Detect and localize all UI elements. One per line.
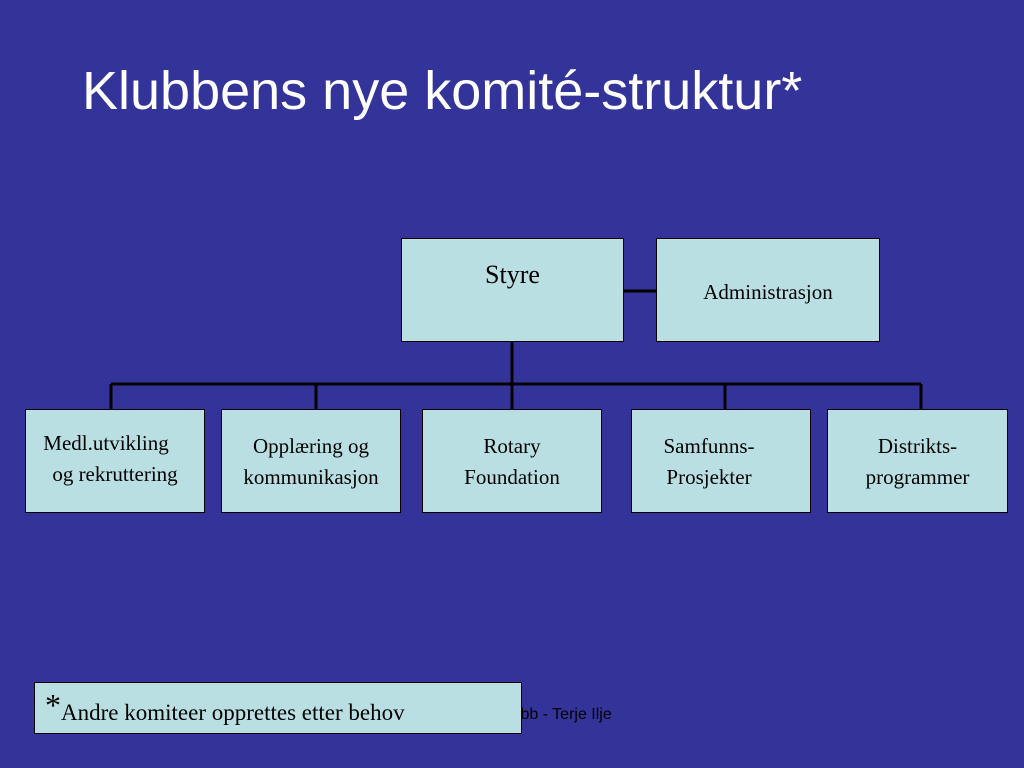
committee-box-medlemsutvikling: Medl.utvikling og rekruttering bbox=[25, 409, 205, 513]
styre-label: Styre bbox=[485, 260, 540, 289]
committee-label-line2: kommunikasjon bbox=[243, 465, 379, 489]
footer-text: klubb - Terje Ilje bbox=[500, 706, 612, 723]
committee-label-line2: Foundation bbox=[464, 465, 560, 489]
committee-label-line2: programmer bbox=[865, 465, 970, 489]
committee-box-samfunnsprosjekter: Samfunns- Prosjekter bbox=[631, 409, 811, 513]
committee-box-opplaering: Opplæring og kommunikasjon bbox=[221, 409, 401, 513]
committee-label-line2: Prosjekter bbox=[666, 465, 752, 489]
committee-label-line1: Samfunns- bbox=[663, 434, 755, 458]
footnote-text: Andre komiteer opprettes etter behov bbox=[61, 700, 405, 725]
styre-box: Styre bbox=[401, 238, 624, 342]
committee-box-rotary-foundation: Rotary Foundation bbox=[422, 409, 602, 513]
committee-label-line1: Rotary bbox=[483, 434, 541, 458]
slide-title: Klubbens nye komité-struktur* bbox=[82, 61, 803, 121]
committee-label-line1: Opplæring og bbox=[252, 434, 370, 458]
committee-label-line1: Distrikts- bbox=[877, 434, 958, 458]
footnote-asterisk: * bbox=[45, 687, 61, 723]
footnote-box: *Andre komiteer opprettes etter behov bbox=[34, 682, 522, 734]
committee-label-line1: Medl.utvikling bbox=[43, 431, 169, 455]
committee-label-line2: og rekruttering bbox=[52, 462, 178, 486]
administrasjon-label: Administrasjon bbox=[703, 280, 833, 304]
committee-box-distriktsprogrammer: Distrikts- programmer bbox=[827, 409, 1008, 513]
administrasjon-box: Administrasjon bbox=[656, 238, 880, 342]
